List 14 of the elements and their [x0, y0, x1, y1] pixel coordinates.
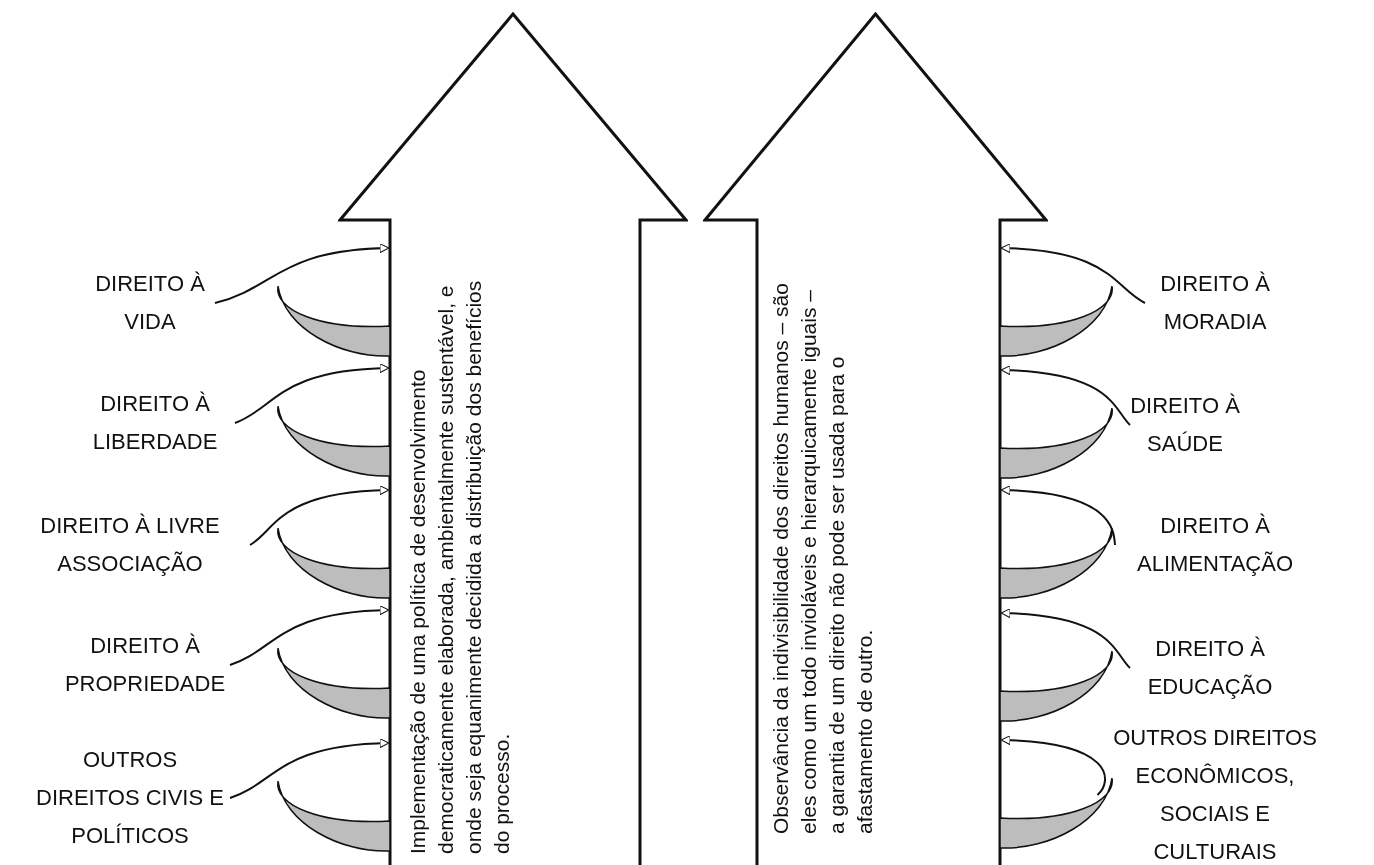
rights-label: OUTROS DIREITOS CIVIS E POLÍTICOS — [30, 741, 230, 855]
rights-label: DIREITO À PROPRIEDADE — [60, 627, 230, 703]
rights-label: OUTROS DIREITOS ECONÔMICOS, SOCIAIS E CULTURAIS — [1097, 719, 1333, 865]
rights-label: DIREITO À LIBERDADE — [75, 385, 235, 461]
arrow-text: Implementação de uma política de desenvolvimento democraticamente elaborada, ambientalmente sustentável, e onde seja equanimente decidida a distribuição dos benefícios do processo. — [405, 279, 514, 854]
block-arrow — [703, 12, 1048, 865]
rights-label: DIREITO À LIVRE ASSOCIAÇÃO — [10, 507, 250, 583]
rights-label: DIREITO À EDUCAÇÃO — [1130, 630, 1290, 706]
rights-label: DIREITO À MORADIA — [1145, 265, 1285, 341]
block-arrow — [338, 12, 688, 865]
arrow-text: Observância da indivisibilidade dos direitos humanos – são eles como um todo invioláveis e hierarquicamente iguais – a garantia de um direito não pode ser usada para o afastamento de outro. — [768, 282, 877, 834]
rights-label: DIREITO À SAÚDE — [1130, 387, 1240, 463]
rights-label: DIREITO À ALIMENTAÇÃO — [1115, 507, 1315, 583]
rights-label: DIREITO À VIDA — [85, 265, 215, 341]
